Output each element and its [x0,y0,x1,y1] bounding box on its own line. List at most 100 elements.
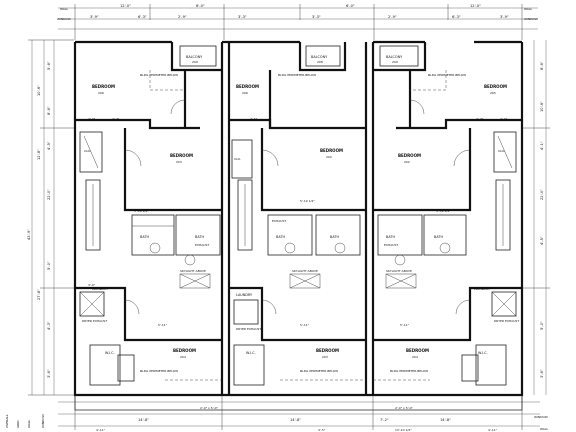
bath-label: BATH [195,235,204,239]
wic-label: W.I.C. [105,351,115,355]
unit-dim: 4'-7" [112,117,120,121]
perimeter-note: BLDG PERIMETER BELOW [428,73,466,77]
balcony-label: BALCONY [186,55,203,59]
top-dim: 2'-9" [178,15,187,19]
room-label: BEDROOM [398,153,421,158]
bath-label: BATH [140,235,149,239]
unit-dim: 5'-11" [300,323,310,327]
room-label: BEDROOM [236,84,259,89]
right-dim: 8'-6" [540,61,544,70]
left-dim: 27'-8" [37,289,41,300]
top-right-label-window: WINDOW [524,17,538,21]
room-tag: 204 [180,355,186,359]
left-dim: 8'-6" [47,106,51,115]
bottom-label: WALL [27,419,31,428]
exhaust-note: EXHAUST [195,243,209,247]
unit-left [75,42,222,386]
left-dim: 3'-6" [47,369,51,378]
unit-dim: 2'-0" [500,117,508,121]
top-dim: 12'-0" [470,4,481,8]
right-dimension-texts: 8'-6" 4'-1" 10'-6" 22'-0" 4'-5" 5'-0" 3'… [540,61,544,378]
left-dim: 12'-8" [37,149,41,160]
bottom-dim: 14'-8" [290,418,301,422]
bottom-row-dim: 13'-10 1/2" [395,428,412,432]
bottom-label: GRID [16,420,20,428]
top-dim: 6'-3" [138,15,147,19]
perimeter-note: BLDG PERIMETER BELOW [140,369,178,373]
perimeter-note: BLDG PERIMETER BELOW [390,369,428,373]
unit-middle [229,42,366,386]
side-dimension-lines [28,39,550,396]
room-label: BEDROOM [406,348,429,353]
top-dim: 3'-9" [90,15,99,19]
room-label: BEDROOM [173,348,196,353]
bottom-small-dim: 2'-0" x 5'-0" [200,406,219,410]
skylight-note: SKYLIGHT ABOVE [292,269,318,273]
unit-dim: 5'-10 1/2" [300,199,315,203]
top-dimension-lines [58,4,538,40]
left-dim: 4'-5" [47,141,51,150]
left-dimension-texts: 5'-6" 10'-6" 8'-6" 12'-8" 4'-5" 22'-0" 4… [27,61,51,378]
room-label: BEDROOM [170,153,193,158]
room-tag: 202 [326,155,332,159]
bottom-small-dim: 2'-0" x 5'-0" [395,406,414,410]
unit-dim: 4'-5" [250,117,258,121]
right-dim: 3'-6" [540,369,544,378]
right-dim: 5'-0" [540,321,544,330]
perimeter-note: BLDG PERIMETER BELOW [140,73,178,77]
bottom-dim: 14'-8" [440,418,451,422]
room-tag: 202 [404,160,410,164]
balcony-tag: 209 [392,60,398,64]
closet-label: CLO. [234,157,241,161]
unit-dim: 4'-7" [476,117,484,121]
top-right-label-wall: WALL [524,7,533,11]
skylight-note: SKYLIGHT ABOVE [180,269,206,273]
bottom-dimension-lines [58,396,540,430]
room-label: BEDROOM [320,148,343,153]
left-dim: 43'-9" [27,229,31,240]
room-label: BEDROOM [316,348,339,353]
bottom-label: OVERALL [5,414,9,428]
room-tag: 203 [322,355,328,359]
room-tag: 203 [176,160,182,164]
bottom-row-dim: 4'-11" [488,428,498,432]
laundry-label: LAUNDRY [474,287,491,291]
top-dim: 6'-0" [196,4,205,8]
bath-label: BATH [330,235,339,239]
room-tag: 206 [242,91,248,95]
left-dim: 5'-6" [47,61,51,70]
bath-label: BATH [276,235,285,239]
bottom-right-label: WINDOW [534,415,548,419]
dryer-exhaust-note: DRYER EXHAUST [494,319,519,323]
perimeter-note: BLDG PERIMETER BELOW [300,369,338,373]
bottom-row-dim: 4'-11" [96,428,106,432]
left-dim: 5'-0" [47,261,51,270]
right-dim: 22'-0" [540,189,544,200]
top-label-window: WINDOW [57,17,71,21]
room-tag: 205 [490,91,496,95]
bottom-right-label: WALL [540,427,549,431]
dryer-exhaust-note: DRYER EXHAUST [236,327,261,331]
right-dim: 4'-1" [540,141,544,150]
balcony-tag: 208 [317,60,323,64]
balcony-label: BALCONY [386,55,403,59]
balcony-tag: 209 [192,60,198,64]
top-dim: 3'-3" [312,15,321,19]
left-dim: 10'-6" [37,85,41,96]
bottom-dim: 14'-8" [138,418,149,422]
unit-right [373,42,522,386]
exhaust-note: EXHAUST [272,219,286,223]
bath-label: BATH [386,235,395,239]
unit-dim: 5'-10 1/2" [134,209,149,213]
skylight-note: SKYLIGHT ABOVE [386,269,412,273]
laundry-label: LAUNDRY [236,293,253,297]
top-dim: 6'-3" [452,15,461,19]
top-dim: 6'-0" [346,4,355,8]
room-tag: 204 [412,355,418,359]
unit-dim: 5'-11" [158,323,168,327]
room-label: BEDROOM [92,84,115,89]
room-label: BEDROOM [484,84,507,89]
top-dim: 3'-3" [238,15,247,19]
balcony-label: BALCONY [311,55,328,59]
perimeter-note: BLDG PERIMETER BELOW [278,73,316,77]
